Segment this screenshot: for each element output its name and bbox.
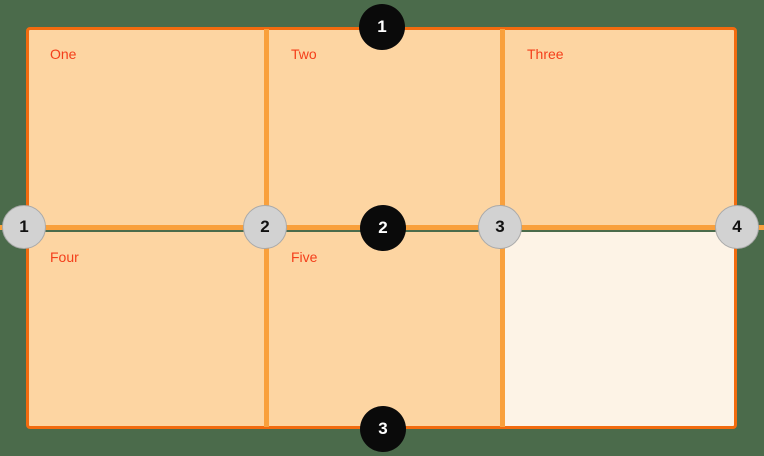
column-handle-3[interactable]: 3 <box>478 205 522 249</box>
grid-cell-three[interactable]: Three <box>505 29 735 227</box>
row-handle-3[interactable]: 3 <box>360 406 406 452</box>
grid-cell-label: One <box>50 46 77 62</box>
grid-cell-label: Two <box>291 46 317 62</box>
row-handle-1[interactable]: 1 <box>359 4 405 50</box>
column-handle-2[interactable]: 2 <box>243 205 287 249</box>
grid-cell-five[interactable]: Five <box>269 232 500 427</box>
column-handle-label: 4 <box>732 217 742 236</box>
grid-cell-label: Four <box>50 249 79 265</box>
row-handle-label: 1 <box>377 17 387 36</box>
row-handle-label: 3 <box>378 419 388 438</box>
grid-cell-empty[interactable] <box>505 232 735 427</box>
row-handle-label: 2 <box>378 218 388 237</box>
grid-cell-four[interactable]: Four <box>28 232 264 427</box>
column-handle-label: 1 <box>19 217 29 236</box>
column-handle-label: 2 <box>260 217 270 236</box>
grid-cell-one[interactable]: One <box>28 29 264 227</box>
grid-cell-two[interactable]: Two <box>269 29 500 227</box>
column-handle-label: 3 <box>495 217 505 236</box>
grid-cell-label: Five <box>291 249 318 265</box>
column-handle-1[interactable]: 1 <box>2 205 46 249</box>
column-handle-4[interactable]: 4 <box>715 205 759 249</box>
grid-cell-label: Three <box>527 46 564 62</box>
row-handle-2[interactable]: 2 <box>360 205 406 251</box>
